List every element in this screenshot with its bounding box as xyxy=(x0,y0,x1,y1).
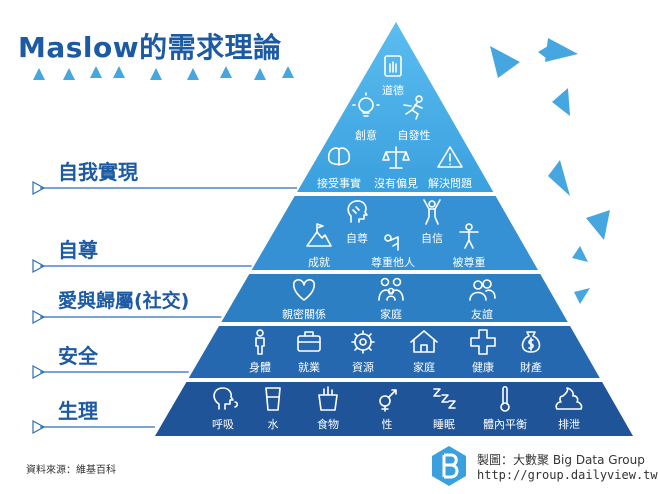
tier-label-3: 愛與歸屬(社交) xyxy=(58,290,190,312)
bowing-person-icon xyxy=(384,234,399,251)
decor-triangle xyxy=(33,68,45,80)
item-label: 食物 xyxy=(317,418,339,431)
item-label: 水 xyxy=(267,418,279,431)
thermometer-icon xyxy=(500,385,510,412)
lightbulb-icon xyxy=(352,92,380,117)
item-label: 解決問題 xyxy=(428,177,472,190)
item-label: 呼吸 xyxy=(212,418,234,431)
source-note: 資料來源：維基百科 xyxy=(26,465,116,476)
tier-label-1: 自我實現 xyxy=(58,160,138,184)
tier-arrow-icon xyxy=(32,180,46,196)
mountain-flag-icon xyxy=(306,223,332,247)
warning-icon xyxy=(437,146,463,168)
tier-band-1 xyxy=(297,22,494,192)
tier-band-5 xyxy=(155,382,633,436)
page-title: Maslow的需求理論 xyxy=(18,31,282,64)
decor-triangle xyxy=(90,66,102,78)
decor-triangle xyxy=(282,66,294,78)
item-label: 道德 xyxy=(382,84,404,97)
item-label: 家庭 xyxy=(413,361,435,374)
item-label: 創意 xyxy=(355,129,377,142)
item-label: 被尊重 xyxy=(452,256,486,269)
item-label: 健康 xyxy=(472,361,494,374)
house-icon xyxy=(410,330,438,353)
running-person-icon xyxy=(403,95,423,120)
family-icon xyxy=(378,277,404,301)
decor-triangle xyxy=(552,88,570,116)
item-label: 成就 xyxy=(308,256,330,269)
item-label: 財產 xyxy=(520,361,542,374)
item-label: 自尊 xyxy=(346,232,368,245)
item-label: 友誼 xyxy=(471,308,493,321)
tier-band-4 xyxy=(188,326,600,378)
friends-icon xyxy=(469,279,496,301)
item-icons xyxy=(213,55,583,412)
credit-line-2: http://group.dailyview.tw xyxy=(477,468,658,482)
tier-label-2: 自尊 xyxy=(58,238,98,262)
decor-triangle xyxy=(538,46,548,58)
big-data-group-logo xyxy=(432,446,466,486)
decor-triangle xyxy=(187,68,199,80)
item-label: 身體 xyxy=(249,361,271,374)
item-label: 排泄 xyxy=(558,418,580,431)
poop-icon xyxy=(555,387,583,410)
item-label: 就業 xyxy=(298,361,320,374)
tier-arrow-icon xyxy=(32,419,46,435)
tier-label-4: 安全 xyxy=(58,344,98,368)
credit-line-1: 製圖：大數聚 Big Data Group xyxy=(477,453,645,467)
item-label: 睡眠 xyxy=(433,418,455,431)
money-bag-icon xyxy=(521,331,541,353)
decor-triangle xyxy=(150,68,162,80)
decor-triangle xyxy=(586,210,610,240)
tier-label-5: 生理 xyxy=(58,399,98,423)
cheering-person-icon xyxy=(423,199,441,225)
decor-triangles xyxy=(33,38,610,304)
decor-triangle xyxy=(254,68,266,80)
decor-triangle xyxy=(574,288,590,304)
scales-icon xyxy=(382,146,410,169)
breathing-head-icon xyxy=(213,387,239,410)
decor-triangle xyxy=(572,246,588,262)
gender-symbol-icon xyxy=(379,389,397,412)
tier-arrow-icon xyxy=(32,258,46,274)
item-label: 家庭 xyxy=(380,308,402,321)
tier-arrow-icon xyxy=(32,309,46,325)
head-profile-icon xyxy=(347,200,368,223)
item-label: 沒有偏見 xyxy=(374,177,418,190)
sleep-zzz-icon xyxy=(433,388,456,409)
decor-triangle xyxy=(490,46,520,78)
water-glass-icon xyxy=(265,387,281,411)
briefcase-icon xyxy=(297,331,321,352)
brain-icon xyxy=(327,147,351,166)
item-label: 自發性 xyxy=(397,129,431,142)
gear-icon xyxy=(351,330,375,354)
tier-arrow-icon xyxy=(32,364,46,380)
grocery-bag-icon xyxy=(318,386,338,411)
tier-band-2 xyxy=(251,196,538,270)
item-label: 接受事實 xyxy=(317,177,361,190)
decor-triangle xyxy=(548,160,570,196)
person-icon xyxy=(255,329,265,355)
heart-icon xyxy=(292,279,316,301)
decor-triangle xyxy=(63,68,75,80)
item-label: 尊重他人 xyxy=(371,256,415,269)
decor-triangle xyxy=(220,66,232,78)
standing-person-icon xyxy=(459,223,479,249)
medical-cross-icon xyxy=(470,329,496,355)
tier-rules xyxy=(32,180,298,435)
item-label: 體內平衡 xyxy=(483,418,527,431)
decor-triangle xyxy=(113,66,125,78)
decor-triangle xyxy=(545,38,578,62)
item-label: 性 xyxy=(381,418,393,431)
item-label: 自信 xyxy=(421,232,443,245)
item-label: 資源 xyxy=(352,361,374,374)
item-label: 親密關係 xyxy=(282,308,326,321)
hand-icon xyxy=(384,55,402,77)
